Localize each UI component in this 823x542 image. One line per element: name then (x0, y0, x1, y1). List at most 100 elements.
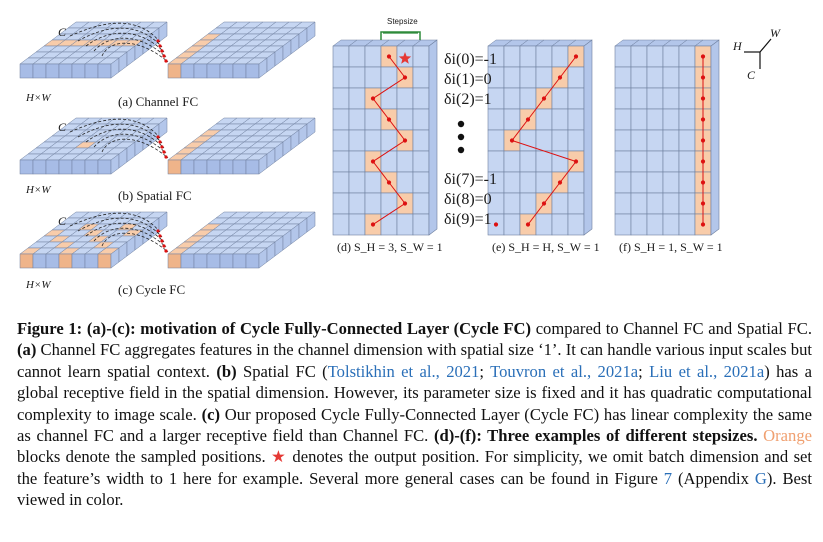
grid-cell (412, 192, 430, 215)
grid-cell (662, 150, 680, 173)
sample-dot (700, 222, 706, 227)
grid-cell (503, 150, 521, 173)
caption-text: ; (479, 361, 491, 381)
connection-line (101, 42, 169, 63)
connection-line (93, 37, 167, 58)
grid-cell (348, 108, 366, 131)
grid-cell (630, 213, 648, 236)
panel-c-connections (69, 212, 169, 253)
panel-c-caption: (c) Cycle FC (118, 282, 185, 297)
block-front (19, 253, 34, 269)
panel-c-hw-label: H×W (25, 279, 51, 291)
block-front (45, 159, 60, 175)
grid-cell (567, 171, 585, 194)
sample-dot (525, 222, 531, 227)
grid-cell (646, 192, 664, 215)
grid-cell (535, 129, 553, 152)
ellipsis-dots (457, 120, 465, 154)
grid-cell (332, 213, 350, 236)
grid-cell (412, 213, 430, 236)
grid-cell (678, 213, 696, 236)
grid-cell (412, 87, 430, 110)
block-front (32, 159, 47, 175)
figure-number: Figure 1: (17, 319, 83, 338)
block-front (193, 159, 208, 175)
block-front (58, 63, 73, 79)
block-front (219, 253, 234, 269)
block-front (219, 63, 234, 79)
star-icon (398, 52, 412, 64)
panel-a-caption: (a) Channel FC (118, 94, 198, 109)
block-front (97, 159, 112, 175)
grid-cell (630, 45, 648, 68)
caption-text: ) has a global receptive field in the sp… (17, 361, 812, 424)
grid-cell (567, 192, 585, 215)
block-front (58, 159, 73, 175)
sample-dot (370, 96, 376, 101)
delta-label: δi(9)=1 (444, 211, 492, 228)
sample-dot (573, 54, 579, 59)
grid-cell (535, 213, 553, 236)
grid-cell (614, 45, 632, 68)
block-side (306, 211, 316, 233)
grid-cell (630, 66, 648, 89)
grid-cell (348, 66, 366, 89)
block-front (167, 253, 182, 269)
grid-cell (662, 129, 680, 152)
grid-cell (551, 213, 569, 236)
grid-cell (614, 87, 632, 110)
block-front (206, 253, 221, 269)
output-dot (156, 135, 160, 139)
connection-line (93, 133, 167, 154)
panel-b-hw-label: H×W (25, 184, 51, 196)
grid-cell (662, 192, 680, 215)
connection-line (77, 217, 163, 238)
grid-cell (678, 192, 696, 215)
grid-cell (646, 87, 664, 110)
panel-c-input-blocks (19, 211, 168, 269)
caption-bold-a: (a) (17, 340, 37, 360)
citation-link[interactable]: Liu et al., 2021a (649, 361, 765, 381)
block-front (45, 63, 60, 79)
panel-d-caption: (d) S_H = 3, S_W = 1 (337, 240, 443, 254)
block-front (84, 253, 99, 269)
panel-f-grid (614, 39, 720, 236)
block-front (245, 159, 260, 175)
connection-line (77, 27, 163, 48)
citation-link[interactable]: Touvron et al., 2021a (490, 361, 639, 381)
sample-dot (370, 159, 376, 164)
panel-c-output-blocks (167, 211, 316, 269)
output-dot (162, 244, 166, 248)
grid-cell (412, 129, 430, 152)
grid-cell (630, 87, 648, 110)
orange-word: Orange (763, 426, 812, 446)
citation-link[interactable]: Tolstikhin et al., 2021 (327, 361, 480, 381)
delta-label: δi(0)=-1 (444, 51, 497, 68)
block-front (219, 159, 234, 175)
grid-cell (503, 108, 521, 131)
connection-line (101, 232, 169, 253)
grid-cell (535, 45, 553, 68)
figure-ref-link[interactable]: 7 (663, 468, 673, 488)
axis-w-label: W (770, 26, 781, 40)
sample-dot (557, 180, 563, 185)
panel-e-grid (487, 39, 593, 236)
grid-cell (678, 171, 696, 194)
grid-cell (348, 129, 366, 152)
block-front (232, 159, 247, 175)
delta-label: δi(7)=-1 (444, 171, 497, 188)
panel-b-output-blocks (167, 117, 316, 175)
block-front (58, 253, 73, 269)
panel-d-grid (332, 39, 438, 236)
appendix-ref-link[interactable]: G (754, 468, 767, 488)
output-dot (160, 239, 164, 243)
connection-line (93, 227, 167, 248)
block-front (84, 159, 99, 175)
star-icon: ★ (270, 447, 288, 467)
sample-dot (509, 138, 515, 143)
output-dot (160, 145, 164, 149)
connection-line (85, 32, 165, 53)
grid-cell (503, 171, 521, 194)
grid-cell (503, 192, 521, 215)
grid-cell (364, 171, 382, 194)
